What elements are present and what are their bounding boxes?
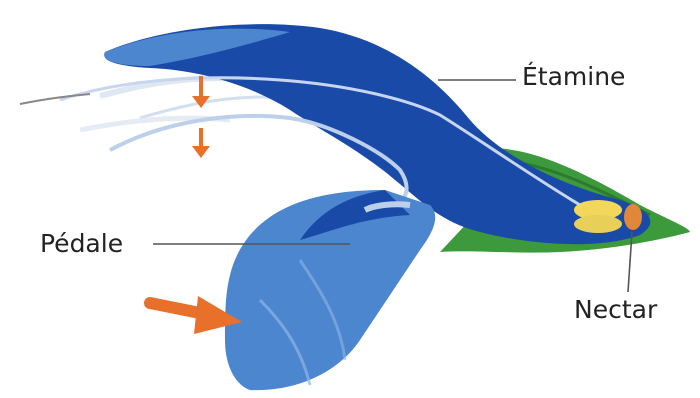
pedal-label: Pédale [40, 231, 123, 256]
nectar-glands [574, 200, 642, 233]
lower-petal [225, 190, 435, 390]
nectar-label: Nectar [574, 297, 657, 322]
stamen-label: Étamine [522, 64, 625, 89]
